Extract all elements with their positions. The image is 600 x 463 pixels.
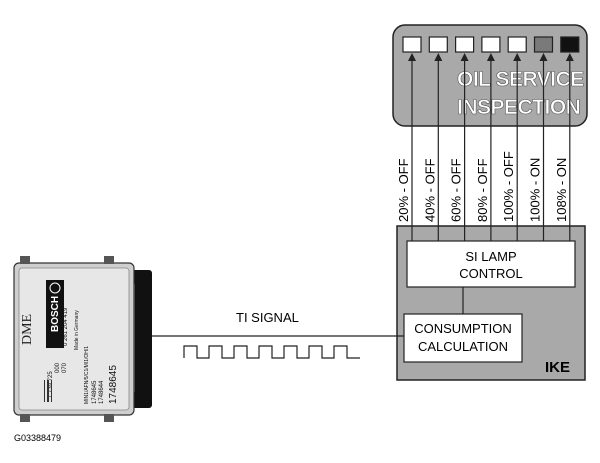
lamp-arrowhead-4	[486, 53, 495, 61]
dme-serial: MIN1/AFN/5/C1/MI1/OH/1	[84, 346, 90, 404]
lamp-arrowhead-1	[408, 53, 416, 61]
figure-id: G03388479	[14, 433, 61, 443]
dme-code-b: 000	[55, 362, 61, 373]
lamp-arrowhead-7	[565, 53, 574, 61]
si-lamp-control-line2: CONTROL	[459, 266, 523, 281]
si-lamp-1-off	[402, 36, 422, 53]
si-lamp-5-off	[507, 36, 527, 53]
si-lamp-6-dim	[533, 36, 554, 53]
si-lamp-7-on	[560, 36, 580, 53]
bosch-logo-icon	[49, 282, 61, 294]
square-wave	[183, 345, 360, 359]
si-lamp-2-off	[428, 36, 448, 53]
lamp-level-label-3: 60% - OFF	[449, 158, 464, 222]
si-lamp-4-off	[481, 36, 501, 53]
lamp-arrowhead-2	[434, 53, 443, 61]
consumption-calculation-box	[403, 313, 523, 363]
lamp-control-lines	[408, 53, 574, 241]
ti-signal-label: TI SIGNAL	[236, 310, 299, 325]
lamp-arrowhead-3	[460, 53, 469, 61]
dme-part-top: 0 261 204 419	[63, 307, 69, 346]
ike-label: IKE	[545, 359, 570, 376]
consumption-line1: CONSUMPTION	[414, 321, 512, 336]
consumption-line2: CALCULATION	[418, 339, 508, 354]
si-lamp-row	[402, 36, 580, 53]
lamp-level-label-2: 40% - OFF	[422, 158, 437, 222]
dme-code-c: 070	[62, 362, 68, 373]
si-lamp-3-off	[455, 36, 475, 53]
lamp-level-label-7: 108% - ON	[554, 158, 569, 222]
dme-made-in: Made in Germany	[74, 310, 80, 350]
lamp-level-label-4: 80% - OFF	[475, 158, 490, 222]
lamp-level-label-1: 20% - OFF	[396, 158, 411, 222]
lamp-level-label-6: 100% - ON	[528, 158, 543, 222]
lamp-arrowhead-5	[513, 53, 522, 61]
dme-label: DME	[20, 314, 35, 345]
bosch-text: BOSCH	[50, 296, 61, 332]
lamp-arrowhead-6	[539, 53, 548, 61]
oil-service-text: OIL SERVICE	[457, 68, 584, 91]
dme-num-big: 1748645	[108, 365, 119, 404]
dme-barcode	[44, 380, 52, 402]
bosch-badge	[46, 280, 64, 348]
dme-num-small-1: 1748645	[92, 380, 98, 404]
inspection-text: INSPECTION	[457, 96, 580, 119]
dme-num-small-2: 1748644	[99, 380, 105, 404]
lamp-level-labels: 20% - OFF 40% - OFF 60% - OFF 80% - OFF 100%…	[396, 151, 569, 222]
lamp-level-label-5: 100% - OFF	[501, 151, 516, 222]
dme-unit: DME BOSCH 0 261 204 419 Made in Germany …	[13, 256, 152, 422]
si-lamp-control-line1: SI LAMP	[465, 249, 516, 264]
